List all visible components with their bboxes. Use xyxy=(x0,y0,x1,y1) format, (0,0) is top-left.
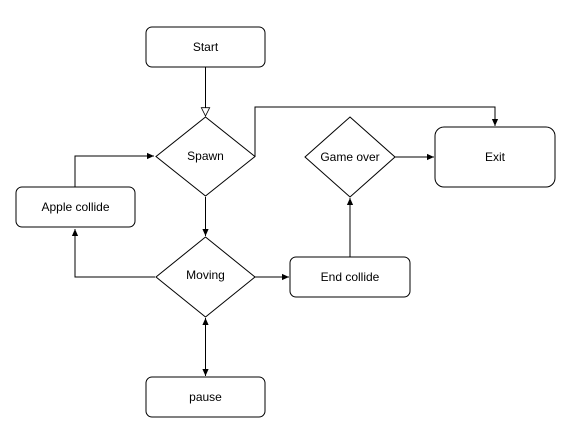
node-apple-collide-shape xyxy=(15,186,136,228)
node-moving-shape xyxy=(155,236,256,318)
node-spawn-shape xyxy=(155,116,256,197)
edges xyxy=(71,67,499,376)
edge-moving-apple-collide xyxy=(71,229,155,278)
node-end-collide-shape xyxy=(289,256,411,298)
node-game-over-shape xyxy=(304,116,396,198)
node-game-over: Game over xyxy=(304,116,396,198)
node-pause: pause xyxy=(145,376,266,418)
node-end-collide: End collide xyxy=(289,256,411,298)
node-game-over-label: Game over xyxy=(320,150,379,164)
node-exit-label: Exit xyxy=(485,150,506,164)
node-end-collide-label: End collide xyxy=(321,270,380,284)
node-exit: Exit xyxy=(434,126,556,188)
node-apple-collide-label: Apple collide xyxy=(41,200,109,214)
node-pause-label: pause xyxy=(189,390,222,404)
edge-spawn-exit xyxy=(254,106,499,156)
node-moving: Moving xyxy=(155,236,256,318)
node-apple-collide: Apple collide xyxy=(15,186,136,228)
node-moving-label: Moving xyxy=(186,268,225,282)
edge-apple-collide-spawn xyxy=(74,152,154,187)
node-start-label: Start xyxy=(193,40,219,54)
node-spawn: Spawn xyxy=(155,116,256,197)
node-pause-shape xyxy=(145,376,266,418)
node-start-shape xyxy=(145,26,266,68)
node-exit-shape xyxy=(434,126,556,188)
node-start: Start xyxy=(145,26,266,68)
node-spawn-label: Spawn xyxy=(187,149,224,163)
